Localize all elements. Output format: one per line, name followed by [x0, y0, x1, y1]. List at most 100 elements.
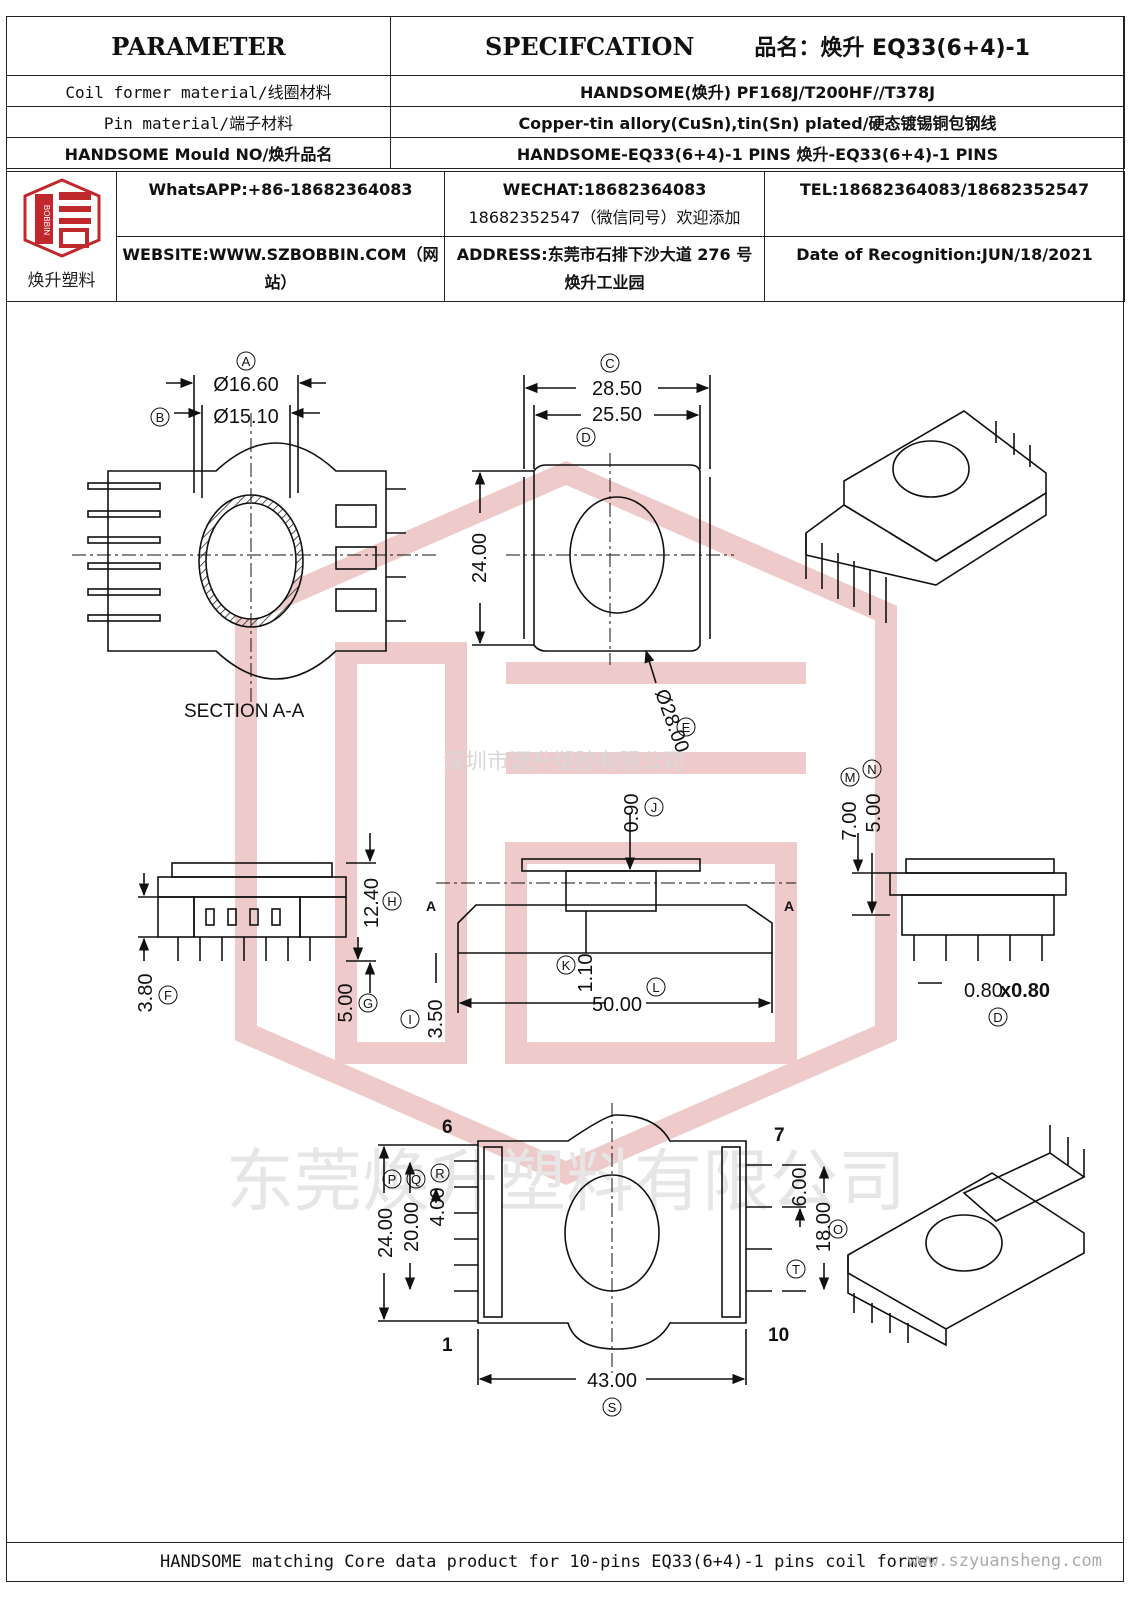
- footer-url[interactable]: www.szyuansheng.com: [907, 1551, 1102, 1571]
- isometric-view-top: [805, 410, 1047, 623]
- ref-i: I: [400, 1009, 420, 1029]
- ref-a: A: [236, 351, 256, 371]
- ref-o: D: [988, 1007, 1008, 1027]
- svg-text:I: I: [408, 1012, 412, 1027]
- section-mark-right: A: [784, 898, 794, 914]
- bottom-view: [378, 1103, 830, 1385]
- dim-r: 4.00: [427, 1188, 449, 1227]
- dim-s: 43.00: [587, 1370, 637, 1392]
- svg-text:B: B: [156, 410, 165, 425]
- svg-text:A: A: [242, 354, 251, 369]
- watermark-logo: [235, 460, 897, 1186]
- svg-text:N: N: [867, 762, 876, 777]
- ref-m: M: [840, 767, 860, 787]
- dim-b: Ø15.10: [213, 406, 279, 428]
- pin-number-10: 10: [768, 1325, 789, 1346]
- whatsapp: WhatsAPP:+86-18682364083: [116, 171, 445, 237]
- svg-text:J: J: [651, 800, 658, 815]
- svg-text:S: S: [608, 1400, 617, 1415]
- svg-text:G: G: [363, 996, 373, 1011]
- dim-u: 6.00: [789, 1168, 811, 1207]
- parameter-header: PARAMETER: [6, 16, 391, 76]
- footer: HANDSOME matching Core data product for …: [6, 1542, 1124, 1581]
- ref-k: K: [556, 955, 576, 975]
- ref-l: L: [646, 977, 666, 997]
- svg-text:M: M: [845, 770, 856, 785]
- coil-material-value: HANDSOME(焕升) PF168J/T200HF//T378J: [390, 75, 1125, 107]
- section-label: SECTION A-A: [184, 701, 305, 722]
- ref-f: F: [158, 985, 178, 1005]
- wechat-note: 18682352547（微信同号）欢迎添加: [468, 208, 741, 227]
- dim-24: 24.00: [469, 533, 491, 583]
- specification-header: SPECIFCATION: [485, 31, 695, 61]
- ref-h: H: [382, 891, 402, 911]
- dim-l: 50.00: [592, 994, 642, 1016]
- svg-text:D: D: [581, 430, 590, 445]
- dim-g: 5.00: [335, 984, 357, 1023]
- dim-v: 18.00: [813, 1202, 835, 1252]
- dim-j: 0.90: [621, 794, 643, 833]
- ref-s: S: [602, 1397, 622, 1417]
- svg-text:C: C: [605, 356, 614, 371]
- website[interactable]: WEBSITE:WWW.SZBOBBIN.COM（网站）: [116, 236, 445, 302]
- ref-r: R: [430, 1163, 450, 1183]
- front-view: [435, 813, 796, 1013]
- svg-text:H: H: [387, 894, 396, 909]
- dim-pin: 0.80: [964, 980, 1003, 1002]
- dim-h: 12.40: [361, 878, 383, 928]
- dim-q: 20.00: [401, 1202, 423, 1252]
- dim-a: Ø16.60: [213, 374, 279, 396]
- dim-p: 24.00: [375, 1208, 397, 1258]
- dim-pin2: x0.80: [1000, 980, 1050, 1002]
- wechat-cell: WECHAT:18682364083 18682352547（微信同号）欢迎添加: [444, 171, 765, 237]
- ref-d: D: [576, 427, 596, 447]
- ref-n: N: [862, 759, 882, 779]
- top-view: [472, 375, 734, 684]
- section-view: [72, 375, 436, 703]
- telephone: TEL:18682364083/18682352547: [764, 171, 1125, 237]
- ref-c: C: [600, 353, 620, 373]
- svg-text:E: E: [682, 720, 691, 735]
- section-mark-left: A: [426, 898, 436, 914]
- company-logo-icon: BOBBIN: [23, 178, 100, 258]
- pin-number-7: 7: [774, 1125, 785, 1146]
- pin-number-6: 6: [442, 1117, 453, 1138]
- mould-no-value: HANDSOME-EQ33(6+4)-1 PINS 焕升-EQ33(6+4)-1…: [390, 137, 1125, 169]
- svg-text:R: R: [435, 1166, 444, 1181]
- address: ADDRESS:东莞市石排下沙大道 276 号焕升工业园: [444, 236, 765, 302]
- ref-b: B: [150, 407, 170, 427]
- dim-i: 3.50: [425, 1000, 447, 1039]
- ref-p: P: [382, 1169, 402, 1189]
- spec-table: PARAMETER SPECIFCATION 品名：焕升 EQ33(6+4)-1…: [6, 16, 1125, 169]
- dim-n: 5.00: [863, 794, 885, 833]
- footer-note: HANDSOME matching Core data product for …: [160, 1552, 938, 1572]
- svg-text:F: F: [164, 988, 172, 1003]
- side-view-left: [138, 833, 376, 993]
- svg-text:T: T: [792, 1262, 800, 1277]
- mould-no-label: HANDSOME Mould NO/焕升品名: [6, 137, 391, 169]
- ref-q: Q: [406, 1169, 426, 1189]
- svg-text:L: L: [652, 980, 659, 995]
- contact-table: BOBBIN 焕升塑料 WhatsAPP:+86-18682364083 WEC…: [6, 171, 1125, 302]
- recognition-date: Date of Recognition:JUN/18/2021: [764, 236, 1125, 302]
- dim-d: 25.50: [592, 404, 642, 426]
- svg-text:P: P: [388, 1172, 397, 1187]
- watermark-small: 深圳市源升塑胶有限公司: [443, 749, 685, 774]
- svg-text:O: O: [833, 1222, 843, 1237]
- product-name: 品名：焕升 EQ33(6+4)-1: [754, 36, 1030, 61]
- ref-t: T: [786, 1259, 806, 1279]
- ref-j: J: [644, 797, 664, 817]
- dim-k: 1.10: [575, 954, 597, 993]
- wechat: WECHAT:18682364083: [502, 180, 707, 199]
- pin-number-1: 1: [442, 1335, 453, 1356]
- svg-text:Q: Q: [411, 1172, 421, 1187]
- side-view-right: [852, 833, 1067, 984]
- pin-material-label: Pin material/端子材料: [6, 106, 391, 138]
- logo-cell: BOBBIN 焕升塑料: [6, 171, 117, 302]
- dim-m: 7.00: [839, 802, 861, 841]
- coil-material-label: Coil former material/线圈材料: [6, 75, 391, 107]
- svg-text:K: K: [562, 958, 571, 973]
- ref-v: O: [828, 1219, 848, 1239]
- logo-letters: BOBBIN: [42, 205, 51, 235]
- pin-material-value: Copper-tin allory(CuSn),tin(Sn) plated/硬…: [390, 106, 1125, 138]
